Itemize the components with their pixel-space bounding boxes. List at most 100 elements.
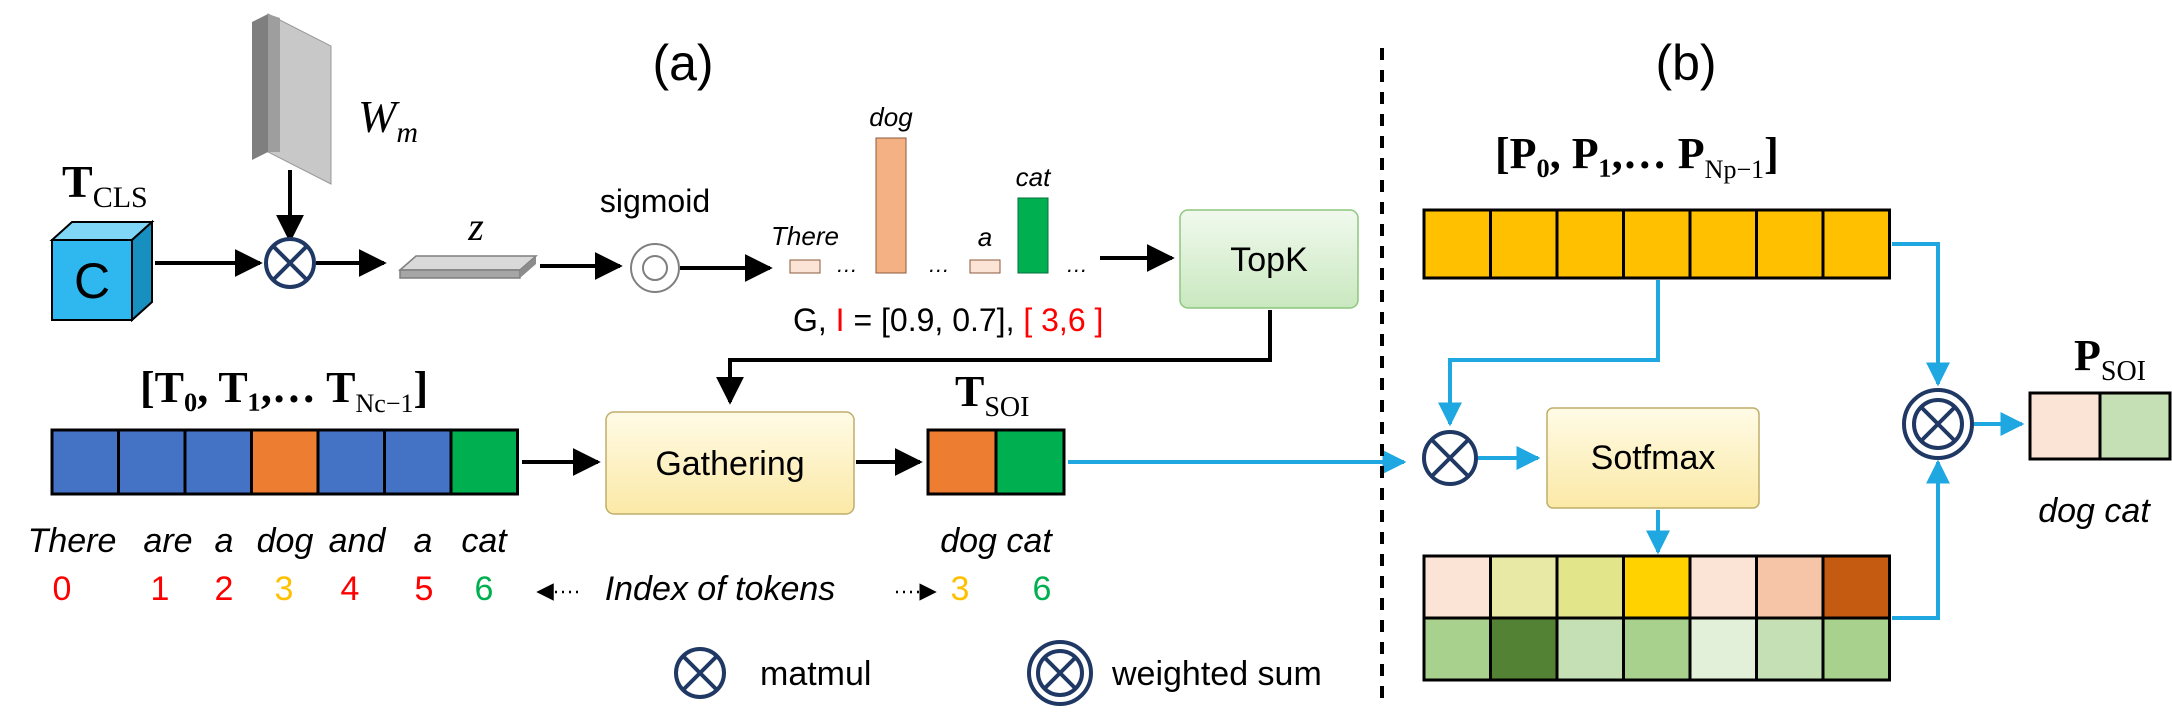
psoi-words: dog cat [2038,492,2151,530]
z-vector [398,255,538,279]
prob-bar-dog [875,137,907,274]
weighted-sum-legend-icon [1027,640,1093,706]
cls-cube [49,219,155,323]
matmul-legend-label: matmul [760,655,871,693]
matmul-legend-icon [674,647,726,699]
token-index: 5 [415,570,434,608]
gi-output-label: G, I = [0.9, 0.7], [ 3,6 ] [793,302,1103,338]
heatmap-cell-dog-1 [1489,554,1559,620]
token-index: 6 [475,570,494,608]
soi-words: dog cat [940,522,1053,560]
cube-label: C [74,253,110,309]
patch-cell-4 [1688,208,1758,280]
psoi-label: PSOI [2074,331,2146,387]
gathering-box [605,411,855,515]
soi-index-cat: 6 [1033,570,1052,608]
patch-sequence [1422,208,1891,280]
weighted-sum-legend-label: weighted sum [1111,655,1322,693]
token-cell-0 [50,428,120,496]
patch-seq-label: [P₀, P₁,… PNp−1] [1495,129,1779,184]
bar-ellipsis-2: … [928,252,950,277]
panel-b-label: (b) [1655,35,1716,91]
topk-label: TopK [1230,241,1308,279]
index-of-tokens-label: Index of tokens [605,570,836,608]
token-index: 0 [53,570,72,608]
heatmap-cell-cat-5 [1755,616,1825,682]
heatmap-cell-cat-1 [1489,616,1559,682]
bar-word-a: a [978,222,992,252]
patch-cell-2 [1555,208,1625,280]
matmul-op-icon [264,237,316,289]
heatmap-cell-dog-2 [1555,554,1625,620]
heatmap-to-weighted-sum-arrow [1892,459,1950,620]
panel-a-label: (a) [652,35,713,91]
bar-word-there: There [771,221,839,251]
token-word: a [414,522,433,560]
token-word: and [329,522,387,560]
patch-cell-3 [1622,208,1692,280]
softmax-label: Sotfmax [1591,439,1716,477]
bar-word-cat: cat [1016,162,1052,192]
psoi-cell-cat [2098,391,2172,461]
bar-ellipsis-1: … [836,252,858,277]
tsoi-label: TSOI [955,367,1029,423]
heatmap-cell-cat-6 [1821,616,1891,682]
token-word: dog [257,522,314,560]
z-label: z [467,204,484,249]
patch-cell-5 [1755,208,1825,280]
token-index: 2 [215,570,234,608]
token-word: are [143,522,192,560]
psoi-cells [2028,391,2172,461]
token-cell-4 [316,428,386,496]
token-cell-3 [250,428,320,496]
heatmap-cell-dog-4 [1688,554,1758,620]
patches-to-weighted-sum-arrow [1892,242,1950,387]
heatmap-cell-dog-3 [1622,554,1692,620]
token-cell-6 [449,428,519,496]
gathering-label: Gathering [655,445,804,483]
heatmap-cell-dog-5 [1755,554,1825,620]
tsoi-cell-cat [994,428,1066,496]
softmax-matmul-op-icon [1422,430,1478,486]
heatmap-cell-cat-0 [1422,616,1492,682]
patch-cell-6 [1821,208,1891,280]
token-index: 4 [341,570,360,608]
tsoi-cells [926,428,1066,496]
wm-weight-plate [252,13,332,185]
patch-cell-0 [1422,208,1492,280]
prob-bar-cat [1017,197,1049,274]
soi-index-dog: 3 [951,570,970,608]
bar-ellipsis-3: … [1066,252,1088,277]
token-word: cat [461,522,508,560]
sigmoid-op-icon [630,243,680,293]
token-index: 3 [275,570,294,608]
token-word: a [215,522,234,560]
bar-word-dog: dog [869,102,913,132]
token-indices: 0 1 2 3 4 5 6 [53,570,494,608]
token-cell-5 [383,428,453,496]
token-cell-2 [183,428,253,496]
patches-to-matmul-arrow [1438,280,1660,427]
token-prob-bars [789,137,1049,274]
token-index: 1 [151,570,170,608]
weighted-sum-op-icon [1902,388,1974,460]
prob-bar-there [789,259,821,274]
token-sequence [50,428,519,496]
token-word: There [28,522,117,560]
tcls-label: TCLS [62,156,148,214]
heatmap-cell-cat-2 [1555,616,1625,682]
heatmap-cell-dog-6 [1821,554,1891,620]
token-seq-label: [T₀, T₁,… TNc−1] [140,363,428,418]
token-cell-1 [117,428,187,496]
attention-heatmap [1422,554,1891,682]
patch-cell-1 [1489,208,1559,280]
prob-bar-a [969,259,1001,274]
heatmap-cell-cat-4 [1688,616,1758,682]
wm-label: Wm [358,91,418,149]
tsoi-cell-dog [926,428,998,496]
topk-box [1179,209,1359,309]
sigmoid-label: sigmoid [600,183,710,219]
softmax-box [1546,407,1760,509]
